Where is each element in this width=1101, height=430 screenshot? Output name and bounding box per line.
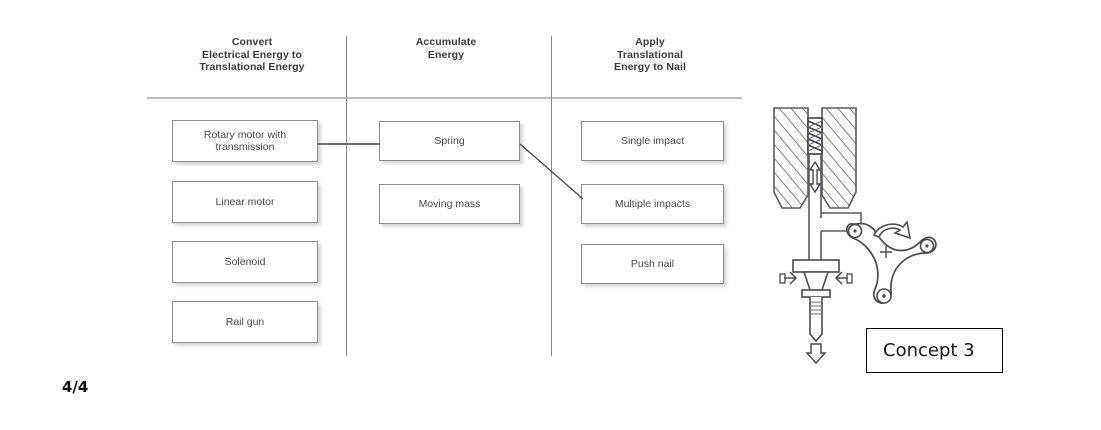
column-divider-2 [551, 36, 552, 356]
header-line: Translational [616, 48, 684, 61]
hatched-housing-left [773, 107, 809, 209]
column-header-convert-electrical-energy: Convert Electrical Energy to Translation… [157, 36, 347, 74]
header-line: Electrical Energy to [201, 48, 303, 61]
option-box-single-impact[interactable]: Single impact [581, 121, 724, 161]
column-header-accumulate-energy: Accumulate Energy [351, 36, 541, 61]
side-clamp-arrows-icon [779, 271, 853, 285]
option-box-spring[interactable]: Spring [379, 121, 520, 161]
option-box-rail-gun[interactable]: Rail gun [172, 301, 318, 343]
header-line: Accumulate [415, 36, 477, 48]
concept-label-text: Concept 3 [883, 340, 975, 361]
anvil-flange [792, 259, 840, 273]
option-box-moving-mass[interactable]: Moving mass [379, 184, 520, 224]
concept-label-box: Concept 3 [866, 328, 1003, 373]
connector-rotary-motor-to-spring [317, 143, 380, 145]
option-box-linear-motor[interactable]: Linear motor [172, 181, 318, 223]
spring-hammer-mechanism-sketch [773, 107, 937, 365]
morphological-chart: Convert Electrical Energy to Translation… [147, 36, 742, 356]
option-box-multiple-impacts[interactable]: Multiple impacts [581, 184, 724, 224]
header-line: Convert [231, 36, 273, 48]
coil-spring [807, 117, 823, 155]
column-divider-1 [346, 36, 347, 356]
column-header-apply-translational-energy: Apply Translational Energy to Nail [555, 36, 745, 74]
hatched-housing-right [821, 107, 857, 209]
option-box-solenoid[interactable]: Solenoid [172, 241, 318, 283]
downward-arrow-icon [805, 343, 827, 365]
page-number: 4/4 [62, 378, 89, 396]
rotation-arrow-icon [872, 220, 911, 240]
header-line: Energy [427, 48, 465, 61]
three-arm-rotating-cam [846, 222, 937, 304]
cone-tip [802, 271, 830, 291]
header-line: Energy to Nail [614, 61, 686, 73]
side-bracket-arm [820, 212, 862, 260]
header-line: Translational Energy [199, 61, 305, 73]
option-box-rotary-motor-with-transmission[interactable]: Rotary motor with transmission [172, 120, 318, 162]
header-line: Apply [635, 36, 665, 48]
vertical-double-arrow-icon [808, 160, 822, 194]
header-divider-rule [147, 97, 742, 99]
option-box-push-nail[interactable]: Push nail [581, 244, 724, 284]
connector-spring-to-multiple-impacts [519, 143, 584, 200]
plunger-shaft [808, 154, 822, 260]
nail [801, 289, 831, 343]
